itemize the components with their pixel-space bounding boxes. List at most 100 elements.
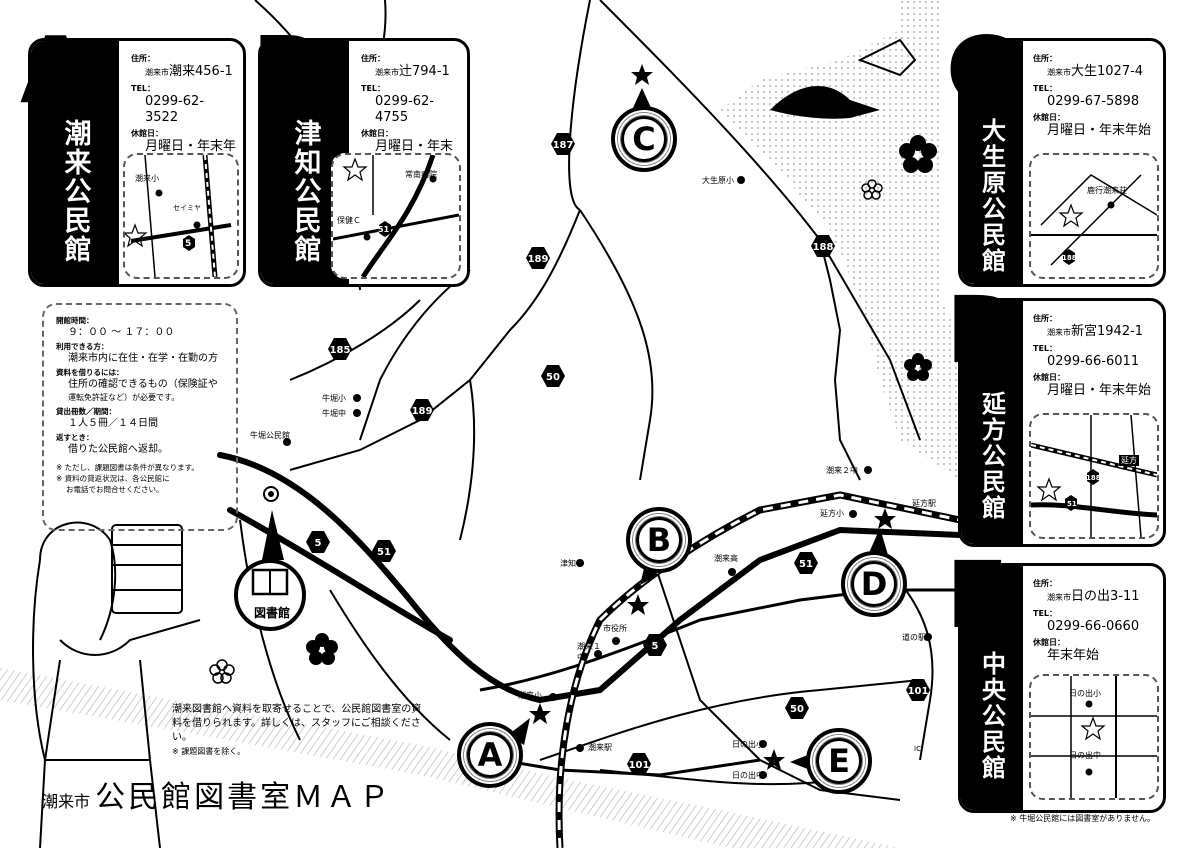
- hall-address: 大生1027-4: [1071, 64, 1144, 79]
- hall-address: 潮来456-1: [169, 64, 233, 79]
- hall-closed: 月曜日・年末年始: [1047, 123, 1152, 138]
- hall-tel[interactable]: 0299-66-0660: [1047, 619, 1140, 634]
- place-itako-ko: 潮来高: [714, 554, 738, 563]
- marker-c[interactable]: C: [611, 106, 677, 172]
- route-shield: [627, 753, 651, 775]
- page-title: 潮来市 公民館図書室ＭＡＰ: [42, 780, 393, 815]
- letter-d: D: [946, 277, 1023, 384]
- route-number: 187: [553, 140, 574, 151]
- route-shield: [785, 697, 809, 719]
- star-b: [627, 594, 649, 615]
- place-itako-sho: 潮来小: [518, 691, 542, 700]
- return-rule: 借りた公民館へ返却。: [68, 444, 168, 455]
- hall-card-e: 中央公民館 住所： 潮来市日の出3-11 TEL： 0299-66-0660 休…: [958, 563, 1166, 813]
- route-shield: [551, 133, 575, 155]
- route-shield: [328, 338, 352, 360]
- route-shield: [906, 679, 930, 701]
- route-number: 189: [528, 254, 549, 265]
- girl-illustration: [32, 521, 201, 848]
- hall-name: 延方公民館: [977, 391, 1006, 521]
- letter-a: A: [20, 17, 92, 124]
- place-nobekata-sho: 延方小: [820, 509, 844, 518]
- letter-b: B: [252, 17, 323, 124]
- hall-tel[interactable]: 0299-66-6011: [1047, 354, 1140, 369]
- address-label: 住所：: [131, 54, 155, 63]
- route-number: 5: [315, 538, 322, 549]
- place-itako2chu: 潮来２中: [826, 466, 858, 475]
- route-number: 5: [652, 641, 659, 652]
- marker-d[interactable]: D: [841, 551, 907, 617]
- opening-hours: ９：００ ～ １７：００: [68, 327, 175, 338]
- place-ushibori-chu: 牛堀中: [322, 409, 346, 418]
- place-ic: IC: [914, 745, 921, 753]
- place-shiyakusho: 市役所: [603, 624, 627, 633]
- hall-closed: 月曜日・年末年始: [1047, 383, 1152, 398]
- route-shield: [541, 365, 565, 387]
- route-shield: [306, 531, 330, 553]
- route-number: 50: [546, 372, 560, 383]
- hall-tel[interactable]: 0299-67-5898: [1047, 94, 1140, 109]
- hall-name: 中央公民館: [977, 651, 1006, 781]
- hall-card-b: 津知公民館 住所： 潮来市辻794-1 TEL： 0299-62-4755 休館…: [258, 38, 470, 287]
- place-michinoeki: 道の駅: [902, 633, 926, 642]
- route-shield: [372, 540, 396, 562]
- marker-b[interactable]: B: [626, 507, 692, 573]
- place-library: 図書館: [254, 606, 291, 620]
- place-ushibori-sho: 牛堀小: [322, 394, 346, 403]
- mini-map-c: 鹿行潮来荘 188: [1029, 153, 1159, 279]
- route-number: 51: [377, 547, 391, 558]
- place-nobekata-sta: 延方駅: [912, 499, 936, 508]
- route-number: 101: [629, 760, 650, 771]
- hall-name: 潮来公民館: [59, 118, 91, 264]
- marker-e[interactable]: E: [806, 728, 872, 794]
- place-oohara-sho: 大生原小: [702, 176, 734, 185]
- mini-map-a: 潮来小 セイミヤ 5: [123, 153, 239, 279]
- route-number: 50: [790, 704, 804, 715]
- place-itako-sta: 潮来駅: [588, 743, 612, 752]
- star-e: [763, 749, 785, 770]
- hall-address: 新宮1942-1: [1071, 324, 1144, 339]
- lake-area: [600, 0, 960, 480]
- loan-limit: １人５冊／１４日間: [68, 418, 158, 429]
- description: 潮来図書館へ資料を取寄せることで、公民館図書室の資料を借りられます。詳しくは、ス…: [172, 704, 422, 756]
- birds-decoration: [770, 38, 917, 119]
- hall-name: 津知公民館: [289, 118, 321, 264]
- hall-address: 日の出3-11: [1071, 589, 1140, 604]
- route-shield: [526, 247, 550, 269]
- route-shield: [794, 552, 818, 574]
- letter-c: C: [946, 17, 1014, 124]
- star-d: [874, 508, 896, 529]
- mini-map-b: 常南病院 保健Ｃ 51: [331, 153, 461, 279]
- route-number: 188: [813, 242, 834, 253]
- hall-card-d: 延方公民館 住所： 潮来市新宮1942-1 TEL： 0299-66-6011 …: [958, 298, 1166, 547]
- hall-closed: 年末年始: [1047, 648, 1100, 663]
- mini-map-e: 日の出小 日の出中: [1029, 674, 1159, 800]
- eligible-users: 潮来市内に在住・在学・在勤の方: [68, 353, 218, 364]
- library-pin: [234, 510, 306, 631]
- place-tsuchi-sho: 津知小: [560, 559, 584, 568]
- river-area: [0, 668, 900, 848]
- route-shield: [643, 634, 667, 656]
- place-ushibori-hall: 牛堀公民館: [250, 431, 290, 440]
- place-hinode-sho: 日の出小: [732, 740, 764, 749]
- hall-address: 辻794-1: [399, 64, 450, 79]
- marker-a[interactable]: A: [457, 722, 523, 788]
- usage-info-box: 開館時間： ９：００ ～ １７：００ 利用できる方： 潮来市内に在住・在学・在勤…: [42, 303, 238, 531]
- place-itako1chu: 潮来１中: [577, 642, 601, 662]
- route-shield: [811, 235, 835, 257]
- star-c: [631, 64, 653, 85]
- star-a: [529, 703, 551, 724]
- route-shield: [410, 399, 434, 421]
- hall-card-c: 大生原公民館 住所： 潮来市大生1027-4 TEL： 0299-67-5898…: [958, 38, 1166, 287]
- route-number: 101: [908, 686, 929, 697]
- hall-tel[interactable]: 0299-62-4755: [375, 94, 435, 125]
- hall-tel[interactable]: 0299-62-3522: [145, 94, 205, 125]
- footnote: ※ 牛堀公民館には図書室がありません。: [1010, 814, 1156, 823]
- route-number: 189: [412, 406, 433, 417]
- letter-e: E: [946, 542, 1009, 649]
- route-number: 51: [799, 559, 813, 570]
- hall-name: 大生原公民館: [977, 118, 1006, 274]
- hall-card-a: 潮来公民館 住所： 潮来市潮来456-1 TEL： 0299-62-3522 休…: [28, 38, 246, 287]
- place-hinode-chu: 日の出中: [732, 771, 764, 780]
